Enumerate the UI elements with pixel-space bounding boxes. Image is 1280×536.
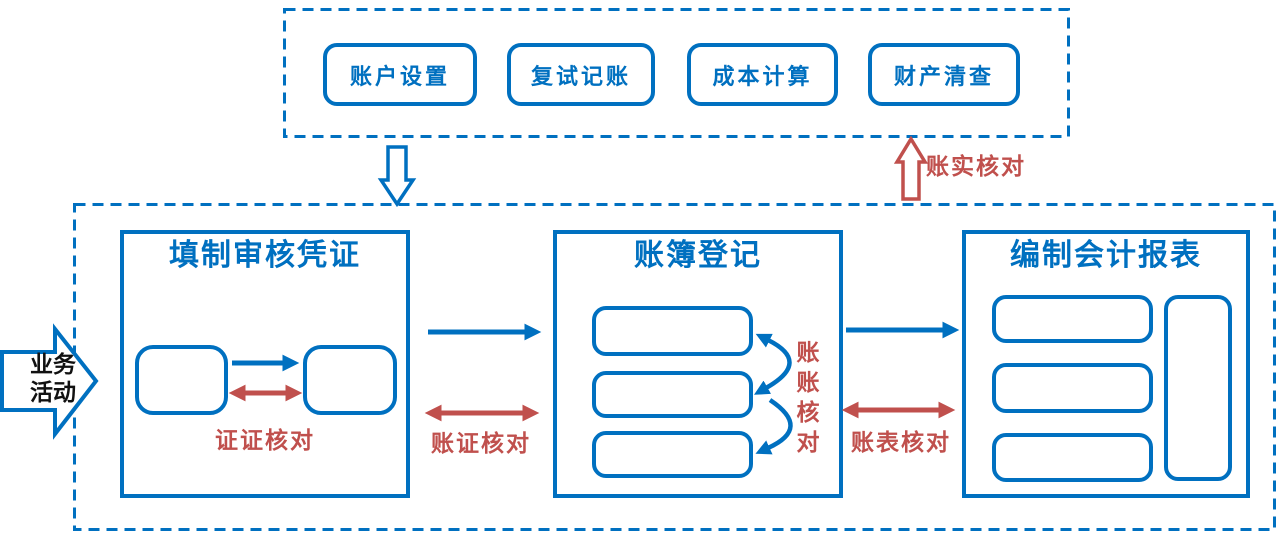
ledger-node-1 (592, 306, 753, 356)
account-reality-check-label: 账实核对 (926, 153, 1026, 179)
ledger-node-3 (592, 431, 753, 478)
business-activity-label: 业务 活动 (16, 351, 90, 407)
vouchers-box-title: 填制审核凭证 (169, 239, 361, 272)
ledger-node-2 (592, 371, 753, 418)
voucher-node-left (135, 345, 228, 415)
business-activity-line1: 业务 (30, 352, 76, 377)
method-node-double-entry: 复试记账 (507, 43, 655, 106)
ledger-box-title: 账簿登记 (634, 239, 762, 272)
method-node-property-inventory: 财产清查 (868, 43, 1020, 106)
account-voucher-check-label: 账证核对 (431, 430, 531, 456)
method-node-account-setup: 账户设置 (323, 43, 477, 106)
report-node-3 (992, 433, 1153, 482)
reports-box-title: 编制会计报表 (1010, 239, 1202, 272)
account-statement-check-label: 账表核对 (851, 429, 951, 455)
methods-apply-down-arrow (377, 145, 417, 208)
voucher-node-right (303, 345, 397, 415)
reality-check-up-arrow (893, 135, 929, 201)
report-node-1 (992, 295, 1153, 343)
method-node-cost-calculation: 成本计算 (687, 43, 838, 106)
account-account-check-label: 账账核对 (793, 340, 819, 460)
report-node-tall (1164, 295, 1232, 481)
report-node-2 (992, 363, 1153, 413)
voucher-voucher-check-label: 证证核对 (215, 427, 315, 453)
business-activity-line2: 活动 (30, 380, 76, 405)
